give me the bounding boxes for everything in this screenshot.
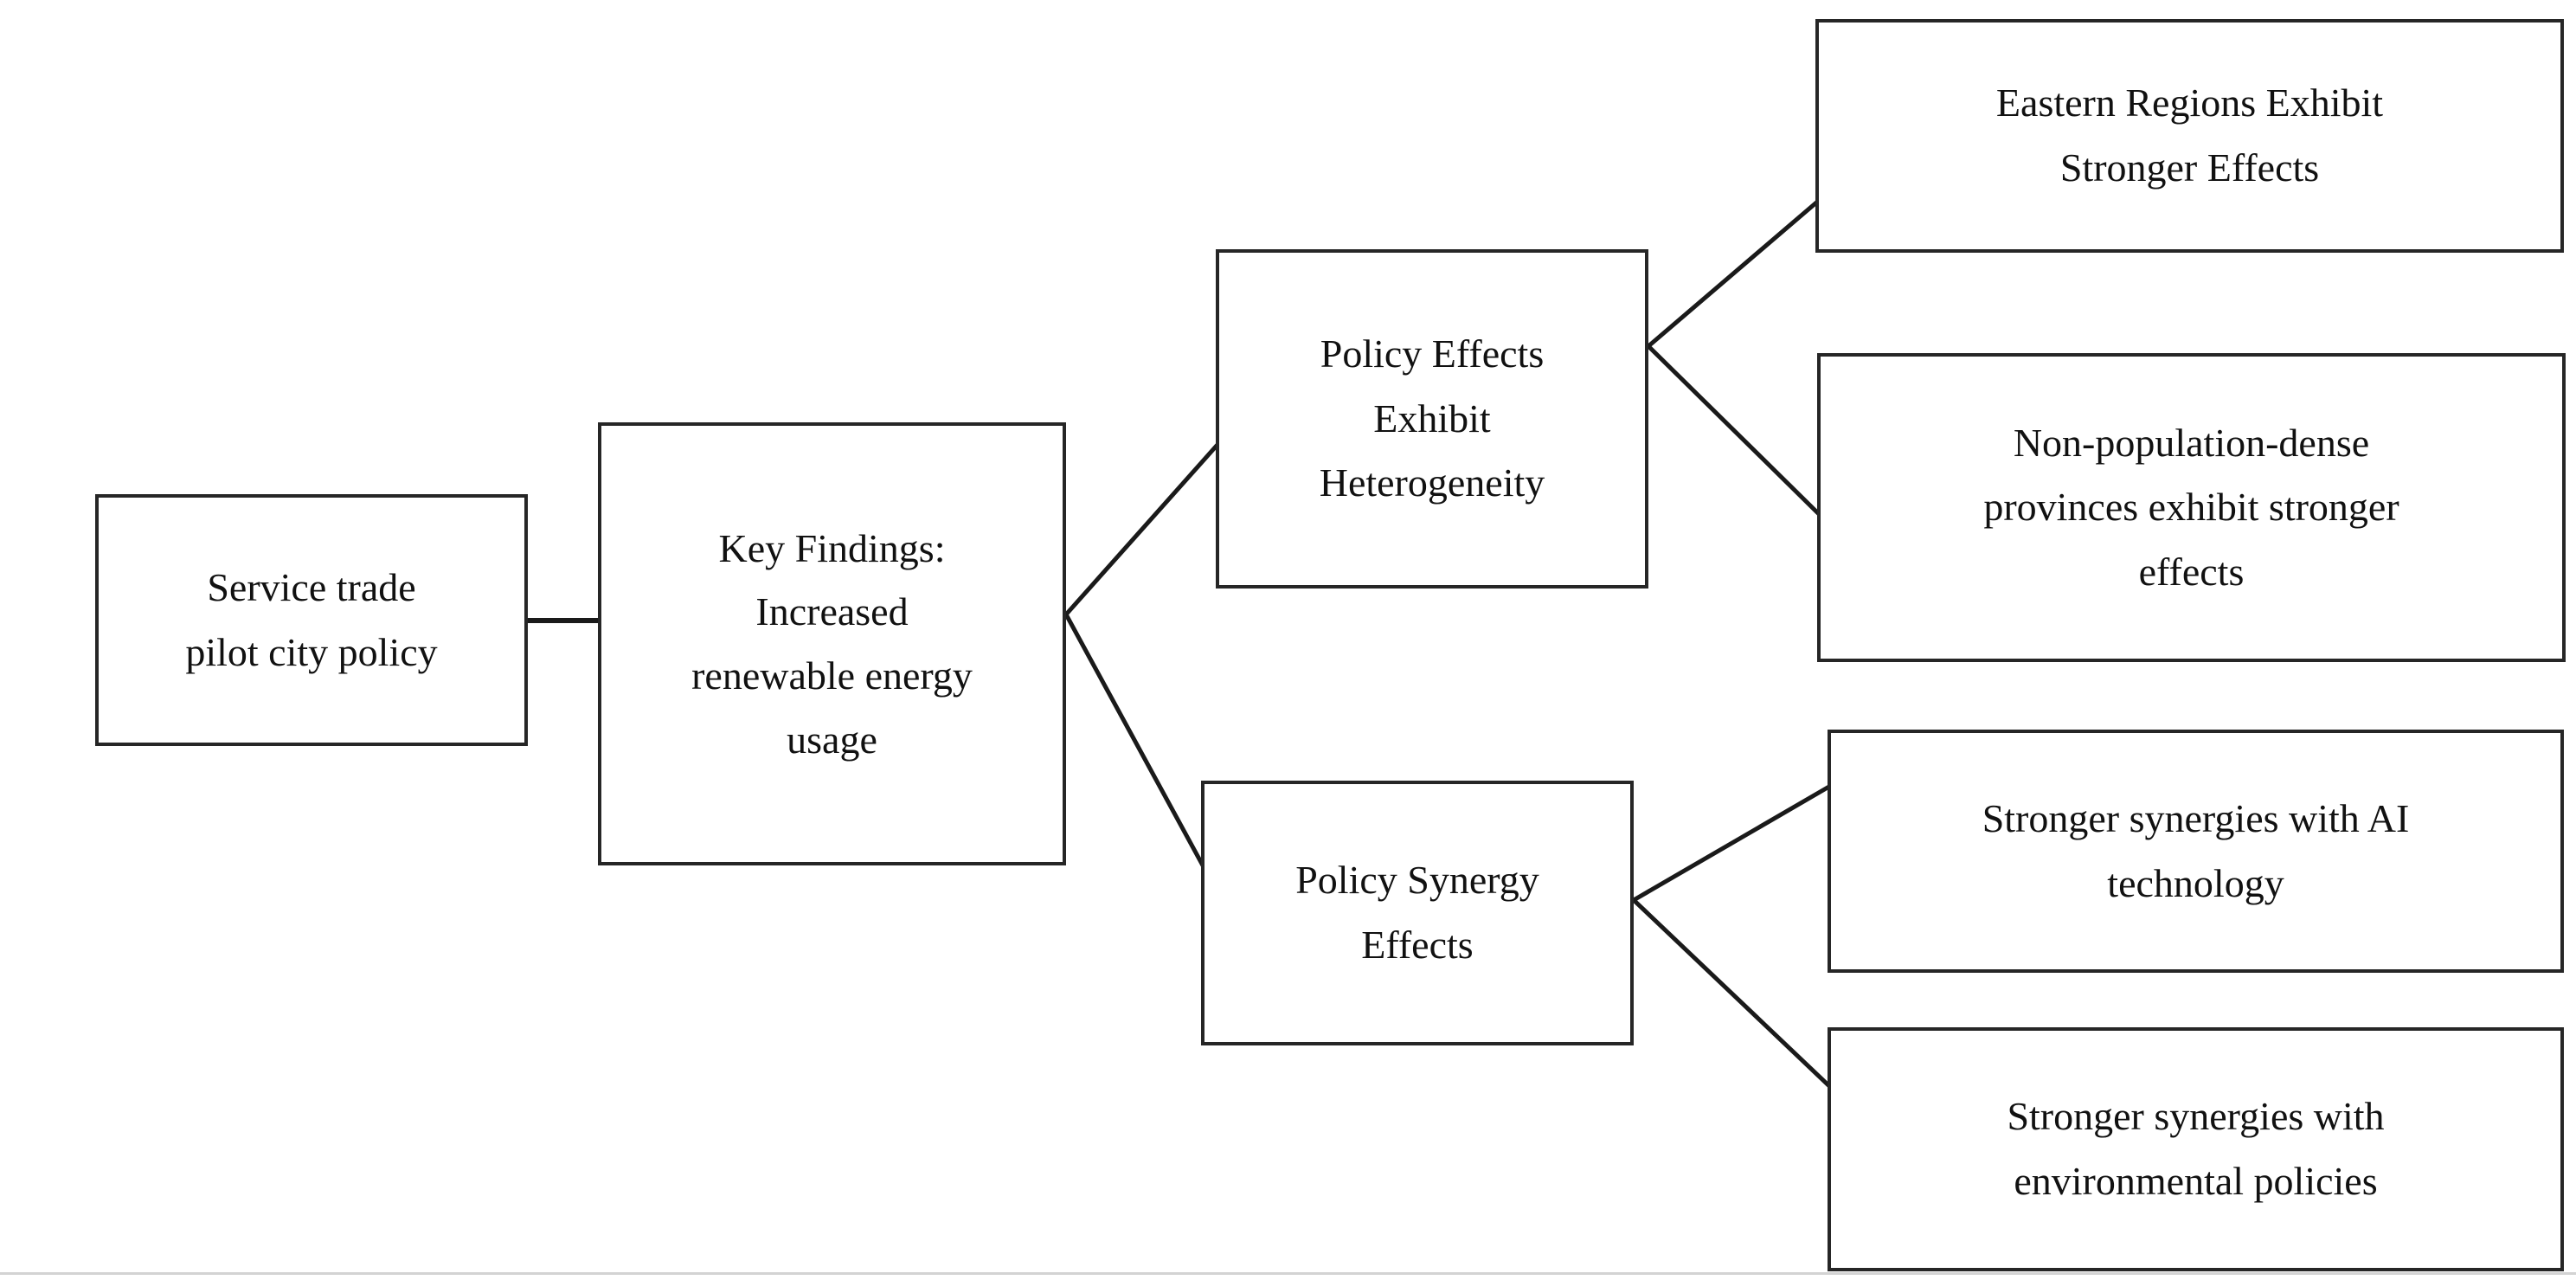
node-label: Key Findings: Increased renewable energy… — [691, 525, 973, 762]
edge-key-findings-to-heterogeneity — [1063, 443, 1219, 618]
edge-key-findings-to-synergy — [1063, 611, 1206, 869]
node-key-findings[interactable]: Key Findings: Increased renewable energy… — [598, 422, 1066, 865]
node-label: Stronger synergies with environmental po… — [2007, 1094, 2385, 1203]
node-label: Policy Effects Exhibit Heterogeneity — [1319, 331, 1545, 505]
node-policy-synergy-effects[interactable]: Policy Synergy Effects — [1201, 781, 1634, 1045]
node-eastern-regions-stronger-effects[interactable]: Eastern Regions Exhibit Stronger Effects — [1815, 19, 2564, 253]
node-service-trade-pilot-city-policy[interactable]: Service trade pilot city policy — [95, 494, 528, 746]
page-bottom-rule — [0, 1272, 2576, 1275]
edge-heterogeneity-to-nonpop — [1645, 343, 1821, 516]
node-synergies-with-environmental-policies[interactable]: Stronger synergies with environmental po… — [1828, 1027, 2564, 1271]
node-label: Service trade pilot city policy — [185, 564, 438, 674]
edge-heterogeneity-to-eastern — [1645, 200, 1819, 350]
node-label: Eastern Regions Exhibit Stronger Effects — [1995, 80, 2384, 190]
edge-synergy-to-envpolicy — [1630, 897, 1831, 1088]
node-label: Policy Synergy Effects — [1295, 858, 1539, 967]
node-policy-effects-heterogeneity[interactable]: Policy Effects Exhibit Heterogeneity — [1216, 249, 1648, 589]
node-synergies-with-ai-technology[interactable]: Stronger synergies with AI technology — [1828, 730, 2564, 973]
node-label: Stronger synergies with AI technology — [1982, 795, 2410, 905]
node-label: Non-population-dense provinces exhibit s… — [1983, 420, 2399, 594]
node-non-population-dense-provinces[interactable]: Non-population-dense provinces exhibit s… — [1817, 353, 2566, 662]
edge-synergy-to-ai — [1630, 784, 1831, 904]
